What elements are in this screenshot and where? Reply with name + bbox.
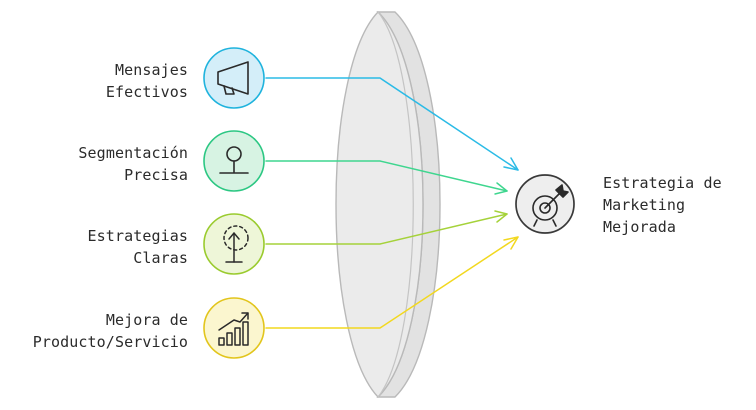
- input-node-estrategias: [203, 213, 265, 275]
- input-node-mejora: [203, 297, 265, 359]
- node-circle: [203, 297, 265, 359]
- connectors: [265, 77, 519, 329]
- megaphone-icon: [217, 61, 249, 95]
- input-node-segmentacion: [203, 130, 265, 192]
- arrowhead-mejora: [503, 236, 519, 250]
- label-segmentacion-precisa: Segmentación Precisa: [78, 144, 188, 184]
- rising-chart-icon: [218, 312, 249, 346]
- connector-estrategias: [265, 213, 508, 245]
- arrowhead-mensajes: [503, 157, 519, 171]
- label-mejora-producto-servicio: Mejora de Producto/Servicio: [32, 311, 188, 351]
- connector-mensajes: [265, 77, 519, 171]
- target-icon: [532, 184, 569, 227]
- connector-segmentacion: [265, 160, 508, 192]
- label-estrategias-claras: Estrategias Claras: [87, 227, 188, 267]
- output-node: [515, 174, 575, 234]
- arrowhead-segmentacion: [494, 182, 508, 195]
- arrowhead-estrategias: [494, 210, 508, 223]
- label-estrategia-marketing-mejorada: Estrategia de Marketing Mejorada: [603, 174, 722, 236]
- pin-icon: [219, 146, 249, 174]
- growth-sprout-icon: [223, 225, 249, 263]
- lens: [335, 11, 441, 399]
- node-circle: [203, 47, 265, 109]
- node-circle: [515, 174, 575, 234]
- label-mensajes-efectivos: Mensajes Efectivos: [105, 61, 188, 101]
- lens-rim: [377, 11, 414, 398]
- input-node-mensajes: [203, 47, 265, 109]
- connector-mejora: [265, 236, 519, 329]
